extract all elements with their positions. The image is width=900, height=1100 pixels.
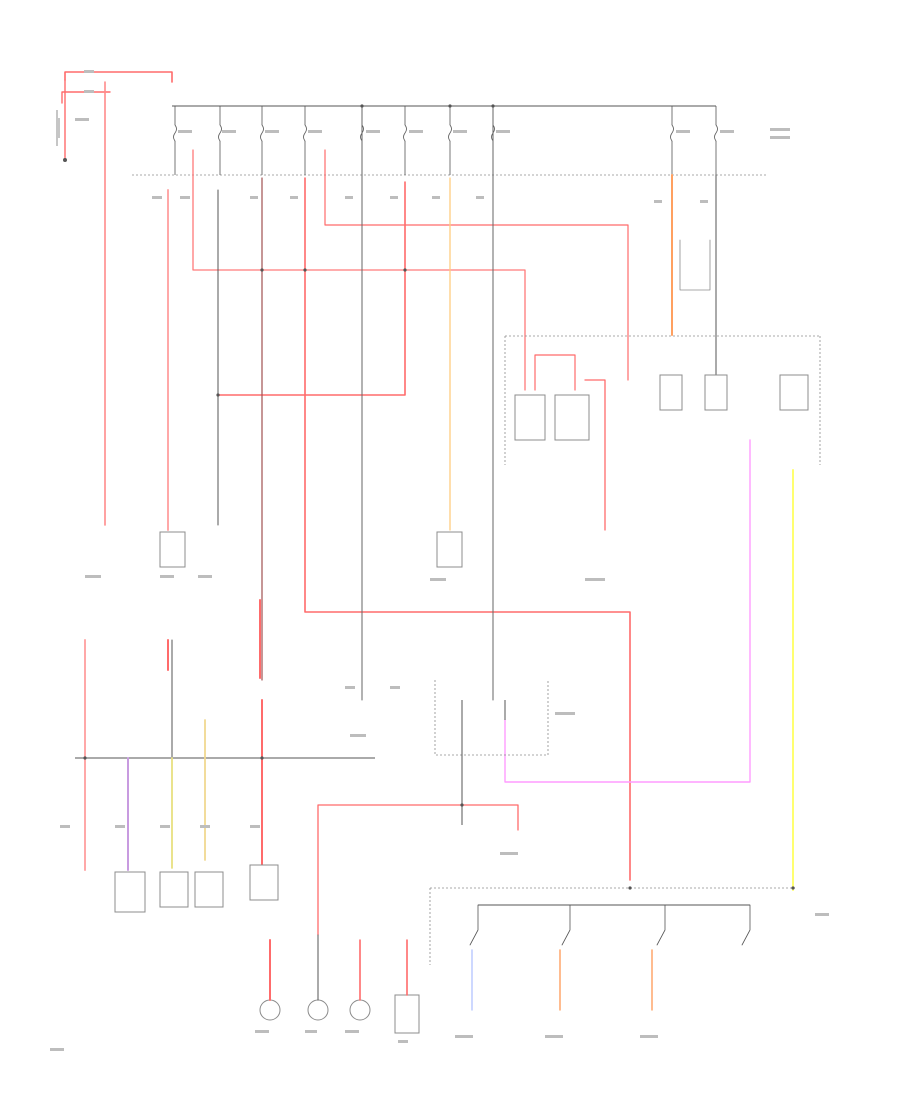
fuse-1 xyxy=(173,106,177,175)
relay-box-mid xyxy=(317,680,549,936)
bottom-components xyxy=(114,864,420,1034)
fuse-2 xyxy=(218,106,222,175)
fuse-7 xyxy=(448,106,452,175)
main-bus xyxy=(132,105,768,176)
wire-runs xyxy=(104,81,794,891)
fuse-6 xyxy=(403,106,407,175)
fuse-3 xyxy=(260,106,264,175)
junctions xyxy=(83,104,795,890)
battery-feed xyxy=(61,71,173,162)
mid-components xyxy=(159,531,463,568)
fuse-row xyxy=(173,106,718,175)
battery-symbol xyxy=(56,110,60,146)
switch-block xyxy=(429,887,795,1011)
faint-labels xyxy=(50,70,829,1051)
relay-panel xyxy=(504,239,821,465)
fuse-10 xyxy=(714,106,718,175)
lower-bus xyxy=(75,639,375,871)
fuse-4 xyxy=(303,106,307,175)
fuse-9 xyxy=(670,106,674,175)
